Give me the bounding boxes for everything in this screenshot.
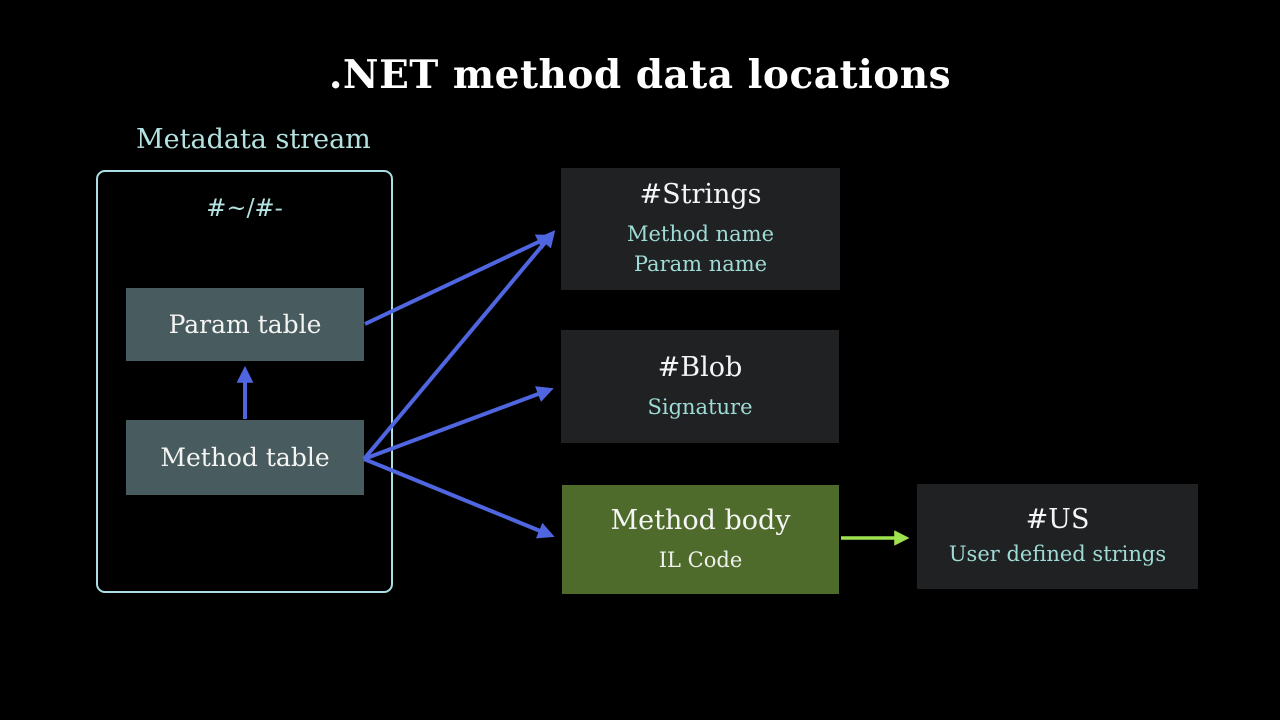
us-heap-title: #US [1025, 504, 1090, 535]
node-param-table: Param table [126, 288, 364, 361]
node-us-heap: #US User defined strings [917, 484, 1198, 589]
metadata-stream-label: Metadata stream [136, 124, 371, 155]
blob-heap-title: #Blob [657, 351, 743, 383]
method-table-label: Method table [160, 443, 330, 472]
method-body-title: Method body [610, 504, 791, 536]
strings-heap-title: #Strings [639, 179, 762, 210]
strings-heap-line: Method name [626, 222, 775, 246]
node-strings-heap: #Strings Method name Param name [561, 168, 840, 290]
strings-heap-line: Param name [633, 252, 768, 276]
node-method-table: Method table [126, 420, 364, 495]
stream-name-label: #~/#- [206, 194, 283, 222]
slide-title: .NET method data locations [328, 52, 952, 98]
param-table-label: Param table [168, 310, 322, 339]
metadata-stream-box: #~/#- [96, 170, 393, 593]
node-method-body: Method body IL Code [562, 485, 839, 594]
blob-heap-line: Signature [647, 394, 753, 419]
method-body-line: IL Code [658, 547, 743, 572]
node-blob-heap: #Blob Signature [561, 330, 839, 443]
us-heap-line: User defined strings [948, 542, 1167, 566]
